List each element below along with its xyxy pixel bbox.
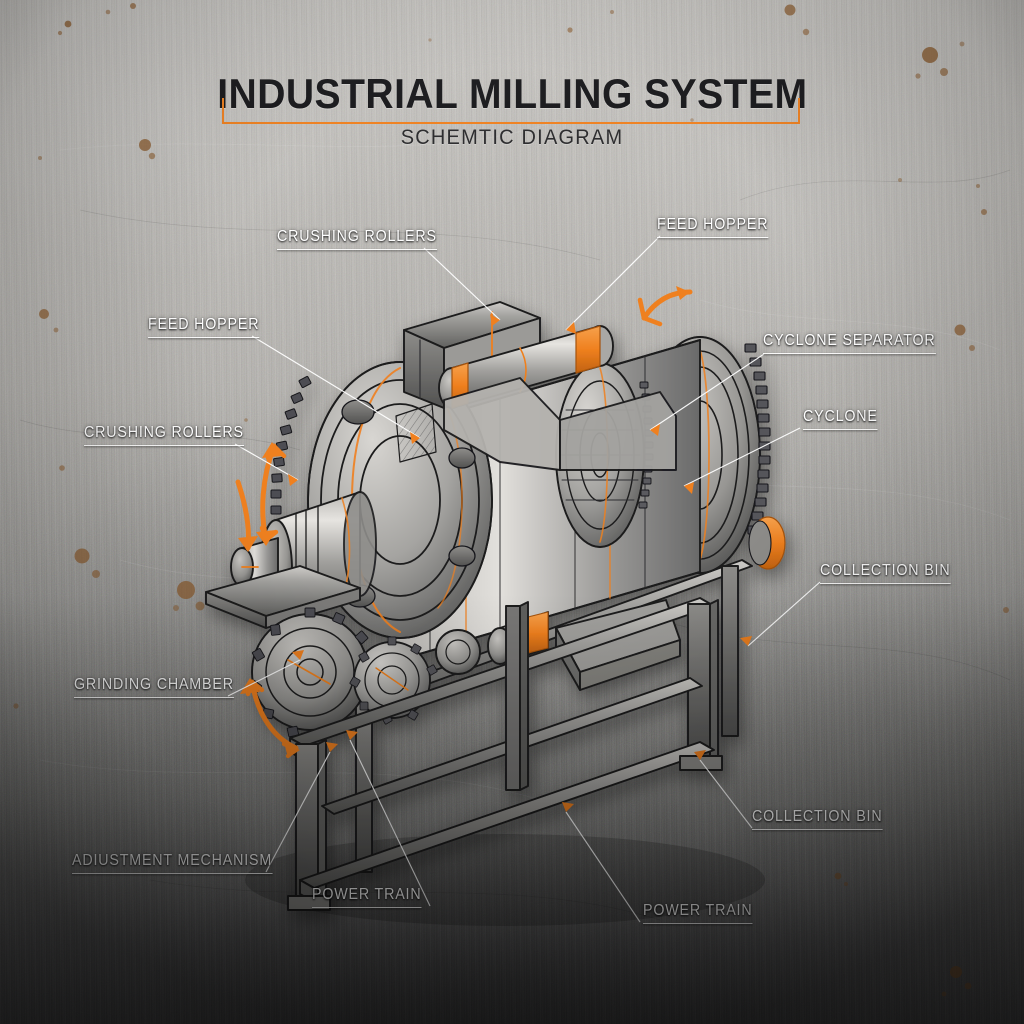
callout-underline xyxy=(84,445,244,446)
callout-collection-bin-right: COLLECTION BIN xyxy=(820,562,951,588)
callout-underline xyxy=(752,829,883,830)
callout-underline xyxy=(72,873,273,874)
callout-label-text: POWER TRAIN xyxy=(643,902,753,919)
callout-underline xyxy=(277,249,437,250)
callout-grinding-chamber: GRINDING CHAMBER xyxy=(74,676,234,702)
callout-label-text: COLLECTION BIN xyxy=(820,562,951,579)
title-accent-bracket xyxy=(222,98,800,124)
callout-feed-hopper-top-right: FEED HOPPER xyxy=(657,216,769,242)
callout-power-train-left: POWER TRAIN xyxy=(312,886,422,912)
callout-label-text: FEED HOPPER xyxy=(148,316,260,333)
callout-label-text: ADIUSTMENT MECHANISM xyxy=(72,852,273,869)
callout-underline xyxy=(657,237,769,238)
callout-label-text: POWER TRAIN xyxy=(312,886,422,903)
callout-adjustment-mechanism: ADIUSTMENT MECHANISM xyxy=(72,852,273,878)
callout-crushing-rollers-top: CRUSHING ROLLERS xyxy=(277,228,437,254)
callout-label-text: COLLECTION BIN xyxy=(752,808,883,825)
callout-underline xyxy=(148,337,260,338)
page-title: INDUSTRIAL MILLING SYSTEM xyxy=(216,70,808,117)
callout-underline xyxy=(643,923,753,924)
callout-label-text: FEED HOPPER xyxy=(657,216,769,233)
callout-feed-hopper-left: FEED HOPPER xyxy=(148,316,260,342)
callout-underline xyxy=(312,907,422,908)
page-subtitle: SCHEMTIC DIAGRAM xyxy=(400,126,624,149)
callout-collection-bin-bottom: COLLECTION BIN xyxy=(752,808,883,834)
callout-label-text: CRUSHING ROLLERS xyxy=(277,228,437,245)
callout-label-text: CYCLONE SEPARATOR xyxy=(763,332,936,349)
callout-label-text: GRINDING CHAMBER xyxy=(74,676,234,693)
title-block: INDUSTRIAL MILLING SYSTEM xyxy=(0,70,1024,117)
callout-underline xyxy=(763,353,936,354)
callout-label-text: CRUSHING ROLLERS xyxy=(84,424,244,441)
callout-crushing-rollers-left: CRUSHING ROLLERS xyxy=(84,424,244,450)
callout-underline xyxy=(820,583,951,584)
callout-underline xyxy=(74,697,234,698)
callout-underline xyxy=(803,429,878,430)
callout-power-train-bottom: POWER TRAIN xyxy=(643,902,753,928)
callout-label-text: CYCLONE xyxy=(803,408,878,425)
callout-cyclone-separator: CYCLONE SEPARATOR xyxy=(763,332,936,358)
callout-cyclone: CYCLONE xyxy=(803,408,878,434)
